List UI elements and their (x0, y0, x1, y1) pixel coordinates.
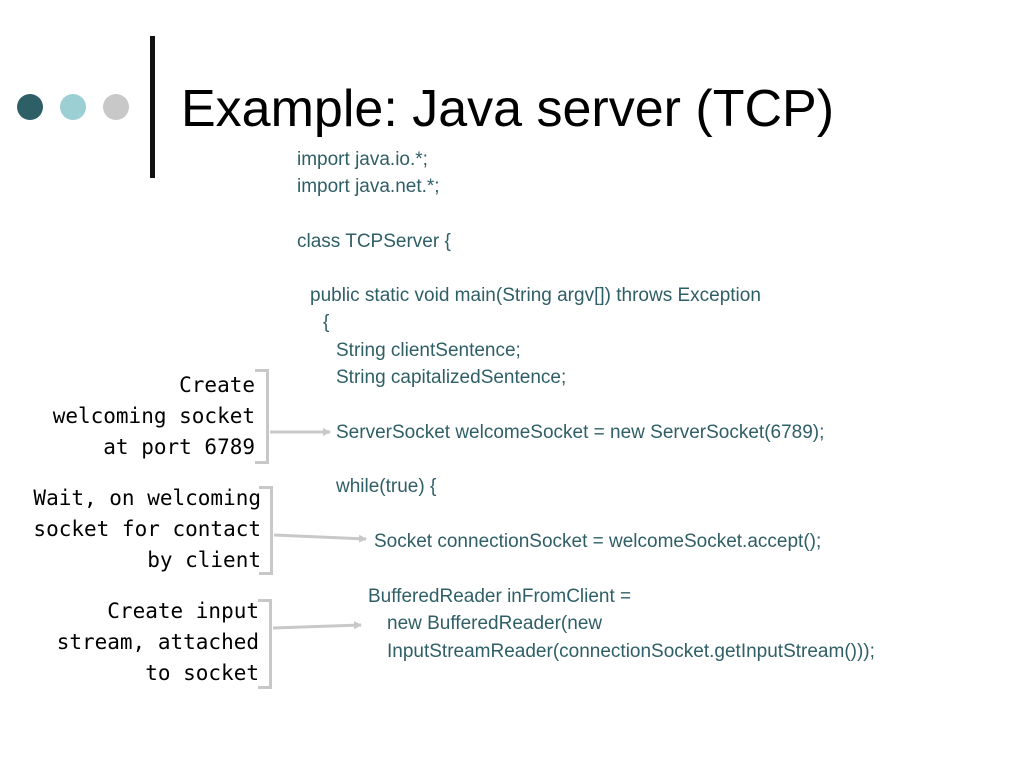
code-line: while(true) { (336, 476, 437, 497)
code-line: String capitalizedSentence; (336, 367, 567, 388)
code-line: String clientSentence; (336, 340, 521, 361)
annotation-wait-contact: Wait, on welcoming socket for contact by… (33, 483, 261, 576)
annotation-line: Wait, on welcoming (33, 486, 261, 510)
annotation-bracket (258, 599, 272, 689)
decor-dot-gray (103, 94, 129, 120)
annotation-line: Create input (107, 599, 259, 623)
code-line: import java.io.*; (297, 149, 428, 170)
code-line: Socket connectionSocket = welcomeSocket.… (374, 531, 822, 552)
annotation-input-stream: Create input stream, attached to socket (57, 596, 259, 689)
annotation-bracket (259, 486, 273, 575)
annotation-bracket (255, 369, 269, 464)
code-line: ServerSocket welcomeSocket = new ServerS… (336, 422, 825, 443)
code-line: { (323, 312, 330, 333)
code-line: import java.net.*; (297, 176, 440, 197)
code-line: BufferedReader inFromClient = (368, 586, 632, 607)
code-line: class TCPServer { (297, 231, 451, 252)
annotation-line: to socket (145, 661, 259, 685)
annotation-line: at port 6789 (103, 435, 255, 459)
arrow-to-accept (273, 533, 367, 543)
code-line: InputStreamReader(connectionSocket.getIn… (387, 641, 875, 662)
annotation-line: socket for contact (33, 517, 261, 541)
annotation-welcoming-socket: Create welcoming socket at port 6789 (53, 370, 255, 463)
decor-dot-light (60, 94, 86, 120)
arrow-to-buffered-reader (272, 621, 362, 630)
title-divider (150, 36, 155, 178)
annotation-line: by client (147, 548, 261, 572)
annotation-line: Create (179, 373, 255, 397)
code-line: new BufferedReader(new (387, 613, 603, 634)
slide-title: Example: Java server (TCP) (181, 80, 835, 138)
annotation-line: stream, attached (56, 630, 259, 654)
annotation-line: welcoming socket (52, 404, 255, 428)
decor-dot-dark (17, 94, 43, 120)
code-line: public static void main(String argv[]) t… (310, 285, 761, 306)
